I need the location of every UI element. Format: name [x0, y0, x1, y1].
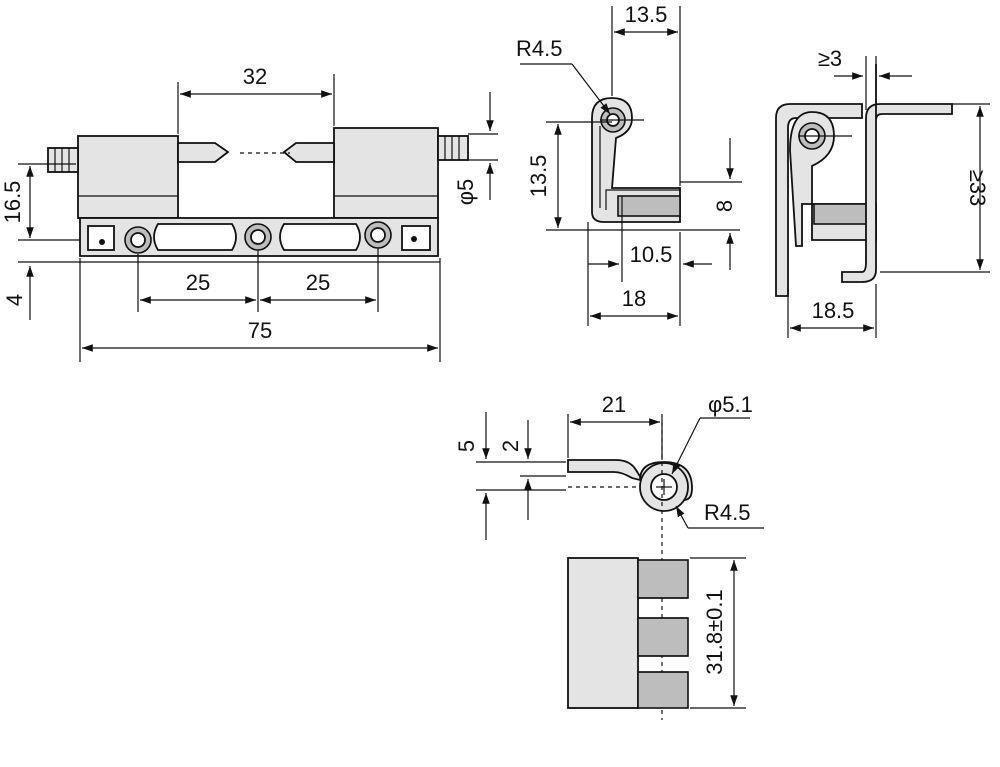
dim-18-5-label: 18.5 [812, 298, 855, 323]
open-bracket [841, 64, 953, 283]
side-leaf-inner [617, 195, 681, 217]
dim-18-label: 18 [622, 286, 646, 311]
dim-10-5-label: 10.5 [630, 242, 673, 267]
dim-25a-label: 25 [186, 270, 210, 295]
left-knuckle [77, 135, 179, 219]
slot-1 [153, 223, 237, 251]
side-view-closed: 13.5 R4.5 13.5 8 10.5 18 [516, 2, 742, 326]
dim-ge3-label: ≥3 [818, 46, 842, 71]
dim-2-label: 2 [498, 440, 523, 452]
left-end-pin [47, 147, 79, 173]
dim-31-8-label: 31.8±0.1 [702, 589, 727, 674]
end-tab-left [87, 225, 115, 251]
dim-r4-5-bottom-label: R4.5 [704, 500, 750, 525]
dim-5-label: 5 [454, 440, 479, 452]
dim-4-label: 4 [2, 294, 27, 306]
front-view: 32 16.5 4 φ5 25 25 75 [0, 64, 498, 362]
plan-knuckle-1 [637, 559, 689, 599]
right-inner-pin [282, 142, 335, 163]
dim-phi5-label: φ5 [453, 179, 478, 206]
dim-13-5-left-label: 13.5 [526, 155, 551, 198]
open-frame-leaf [775, 103, 863, 297]
slot-2 [279, 223, 361, 251]
dim-r4-5-top-label: R4.5 [516, 36, 562, 61]
dim-ge33-label: ≥33 [965, 170, 990, 207]
bottom-views: 21 φ5.1 5 2 R4.5 31.8±0.1 [454, 392, 764, 720]
side-view-open: ≥3 ≥33 18.5 [775, 46, 990, 338]
dim-75-label: 75 [248, 318, 272, 343]
dim-8-label: 8 [712, 200, 737, 212]
left-inner-pin [177, 142, 230, 163]
dim-13-5-top-label: 13.5 [625, 2, 668, 27]
right-knuckle [333, 127, 439, 219]
dim-16-5-label: 16.5 [0, 181, 25, 224]
dim-21-label: 21 [602, 392, 626, 417]
plan-leaf [567, 557, 639, 709]
plan-knuckle-3 [637, 671, 689, 709]
dim-phi5-1-label: φ5.1 [708, 392, 753, 417]
dim-25b-label: 25 [306, 270, 330, 295]
plan-knuckle-2 [637, 617, 689, 657]
dim-32-label: 32 [243, 64, 267, 89]
right-end-pin [437, 135, 469, 161]
